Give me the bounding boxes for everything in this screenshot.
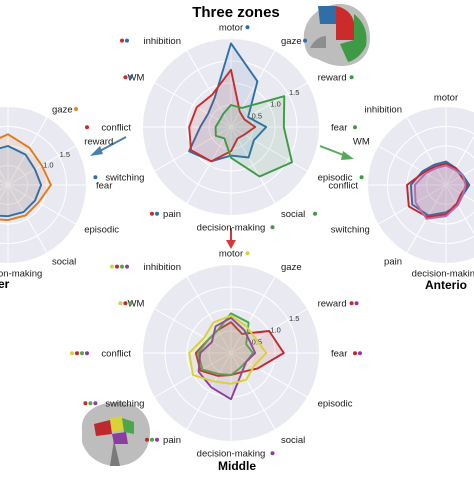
label-marker-dot bbox=[118, 301, 122, 305]
category-label: fear bbox=[331, 349, 347, 360]
radial-tick-label: 1.5 bbox=[60, 150, 70, 159]
label-marker-dot bbox=[313, 212, 317, 216]
label-marker-dot bbox=[120, 39, 124, 43]
category-label: decision-making bbox=[197, 223, 266, 234]
label-marker-dot bbox=[271, 451, 275, 455]
label-marker-dot bbox=[128, 301, 132, 305]
label-marker-dot bbox=[74, 107, 78, 111]
label-marker-dot bbox=[120, 265, 124, 269]
category-label: conflict bbox=[101, 349, 131, 360]
radial-tick-label: 1.0 bbox=[270, 326, 280, 335]
category-label: inhibition bbox=[144, 36, 182, 47]
label-marker-dot bbox=[123, 301, 127, 305]
category-label: fear bbox=[331, 123, 347, 134]
category-label: pain bbox=[163, 435, 181, 446]
label-marker-dot bbox=[70, 351, 74, 355]
label-marker-dot bbox=[125, 39, 129, 43]
label-marker-dot bbox=[246, 251, 250, 255]
category-label: WM bbox=[353, 137, 370, 148]
category-label: inhibition bbox=[365, 104, 403, 115]
category-label: reward bbox=[84, 137, 113, 148]
category-label: gaze bbox=[281, 36, 302, 47]
label-marker-dot bbox=[150, 438, 154, 442]
category-label: motor bbox=[219, 23, 243, 34]
category-label: episodic bbox=[318, 399, 353, 410]
label-marker-dot bbox=[358, 351, 362, 355]
category-label: motor bbox=[434, 93, 458, 104]
label-marker-dot bbox=[93, 175, 97, 179]
radial-tick-label: 1.0 bbox=[43, 160, 53, 169]
category-label: reward bbox=[318, 299, 347, 310]
label-marker-dot bbox=[88, 401, 92, 405]
category-label: decision-making bbox=[412, 269, 474, 280]
label-marker-dot bbox=[246, 25, 250, 29]
radial-tick-label: 1.5 bbox=[289, 88, 299, 97]
category-label: switching bbox=[105, 399, 144, 410]
category-label: social bbox=[281, 209, 305, 220]
label-marker-dot bbox=[80, 351, 84, 355]
arrow-right bbox=[320, 146, 354, 160]
category-label: motor bbox=[219, 249, 243, 260]
category-label: conflict bbox=[101, 123, 131, 134]
label-marker-dot bbox=[110, 265, 114, 269]
category-label: decision-making bbox=[0, 269, 42, 280]
category-label: inhibition bbox=[144, 262, 182, 273]
label-marker-dot bbox=[155, 438, 159, 442]
category-label: decision-making bbox=[197, 449, 266, 460]
label-marker-dot bbox=[150, 212, 154, 216]
category-label: pain bbox=[384, 257, 402, 268]
label-marker-dot bbox=[155, 212, 159, 216]
radial-tick-label: 1.5 bbox=[289, 314, 299, 323]
category-label: gaze bbox=[52, 104, 73, 115]
label-marker-dot bbox=[83, 401, 87, 405]
category-label: conflict bbox=[328, 181, 358, 192]
label-marker-dot bbox=[85, 125, 89, 129]
category-label: fear bbox=[96, 181, 112, 192]
category-label: switching bbox=[331, 225, 370, 236]
label-marker-dot bbox=[271, 225, 275, 229]
label-marker-dot bbox=[125, 265, 129, 269]
category-label: social bbox=[281, 435, 305, 446]
category-label: pain bbox=[163, 209, 181, 220]
label-marker-dot bbox=[115, 265, 119, 269]
brain-thumbnail-middle bbox=[82, 402, 150, 466]
category-label: gaze bbox=[281, 262, 302, 273]
label-marker-dot bbox=[75, 351, 79, 355]
label-marker-dot bbox=[355, 301, 359, 305]
label-marker-dot bbox=[85, 351, 89, 355]
label-marker-dot bbox=[353, 351, 357, 355]
label-marker-dot bbox=[353, 125, 357, 129]
label-marker-dot bbox=[360, 175, 364, 179]
brain-thumbnail-top-right bbox=[300, 0, 372, 68]
label-marker-dot bbox=[93, 401, 97, 405]
label-marker-dot bbox=[145, 438, 149, 442]
label-marker-dot bbox=[128, 75, 132, 79]
label-marker-dot bbox=[123, 75, 127, 79]
chart-title-anterior: Anterio bbox=[425, 278, 467, 292]
category-label: social bbox=[52, 257, 76, 268]
category-label: reward bbox=[318, 73, 347, 84]
label-marker-dot bbox=[350, 301, 354, 305]
chart-title-three-zones: Three zones bbox=[192, 4, 280, 21]
category-label: episodic bbox=[84, 225, 119, 236]
label-marker-dot bbox=[350, 75, 354, 79]
label-marker-dot bbox=[303, 39, 307, 43]
chart-title-middle: Middle bbox=[218, 459, 256, 473]
